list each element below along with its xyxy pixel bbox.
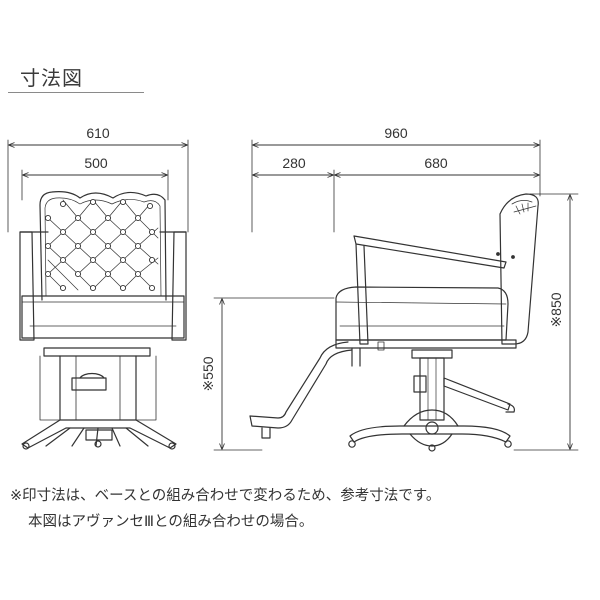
dim-label-610: 610 bbox=[86, 125, 110, 141]
backrest-side bbox=[499, 193, 539, 345]
chair-side-view bbox=[249, 193, 539, 452]
note-reference-dimensions: ※印寸法は、ベースとの組み合わせで変わるため、参考寸法です。 bbox=[10, 488, 441, 504]
tufting-pattern bbox=[47, 199, 159, 291]
side-view-dimensions bbox=[213, 139, 579, 451]
seat-side bbox=[335, 286, 509, 341]
title-underline bbox=[8, 92, 144, 93]
armrest-side bbox=[353, 235, 507, 269]
front-view-dimensions bbox=[7, 139, 189, 233]
seat-front bbox=[21, 295, 185, 339]
dim-label-500: 500 bbox=[84, 155, 108, 171]
dim-label-960: 960 bbox=[384, 125, 408, 141]
dim-label-280: 280 bbox=[282, 155, 306, 171]
pump-pedal-front bbox=[79, 372, 105, 379]
pedestal-column-front bbox=[43, 347, 151, 357]
star-base-front bbox=[21, 419, 177, 450]
tufting-buttons bbox=[44, 198, 156, 292]
dim-label-680: 680 bbox=[424, 155, 448, 171]
note-combination: 本図はアヴァンセⅢとの組み合わせの場合。 bbox=[28, 514, 314, 530]
dim-label-550: ※550 bbox=[200, 356, 216, 391]
footrest-side bbox=[249, 341, 353, 429]
backrest-front bbox=[39, 191, 167, 301]
chair-front-view bbox=[19, 191, 187, 450]
pump-lever-side bbox=[443, 377, 511, 411]
page-title: 寸法図 bbox=[20, 66, 83, 90]
dim-label-850: ※850 bbox=[548, 292, 564, 327]
star-base-side bbox=[348, 409, 512, 452]
